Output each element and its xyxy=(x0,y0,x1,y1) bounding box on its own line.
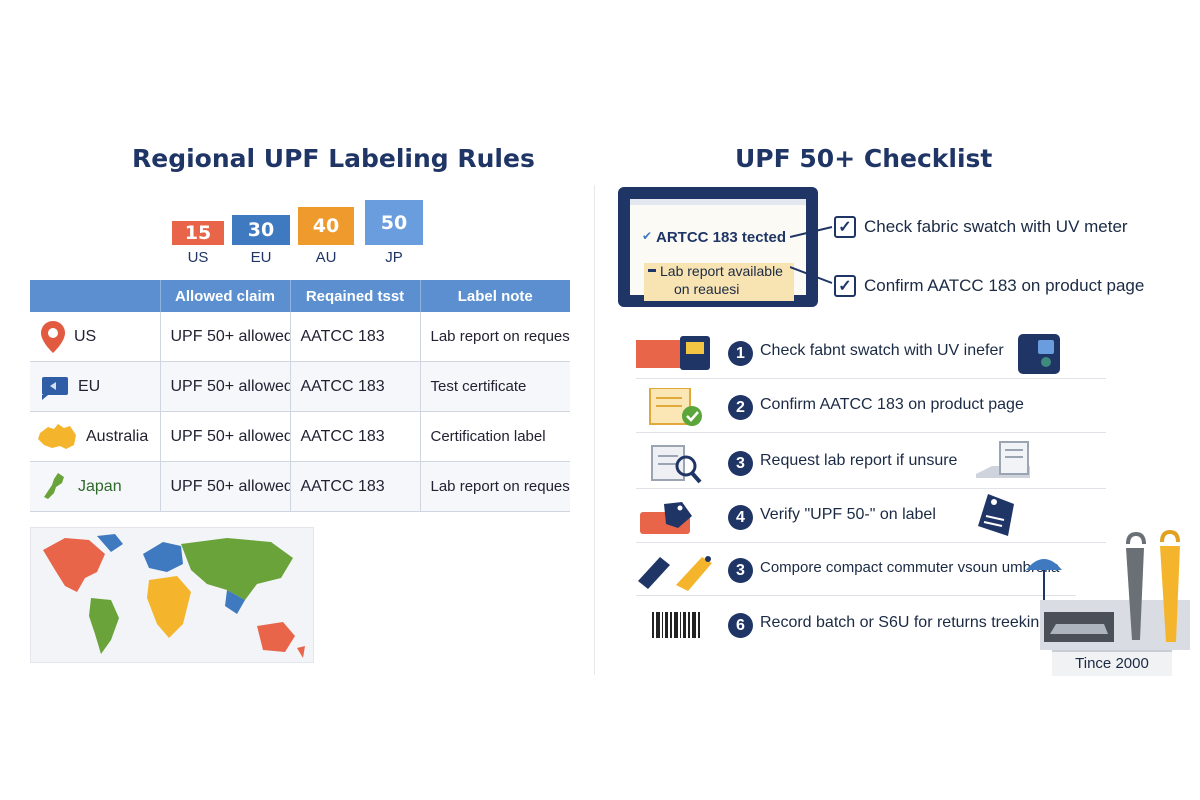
world-map xyxy=(30,527,314,663)
barcode-icon xyxy=(652,612,700,638)
region-name: US xyxy=(74,327,97,345)
bar-label-jp: JP xyxy=(385,249,403,266)
note-cell: Lab report on request xyxy=(419,312,570,362)
step-number: 3 xyxy=(728,451,753,476)
screen-top-bar xyxy=(630,199,806,205)
table-row: Japan UPF 50+ allowed AATCC 183 Lab repo… xyxy=(30,461,570,512)
callout-text: Check fabric swatch with UV meter xyxy=(864,217,1128,236)
callout-item-1: ✓ Check fabric swatch with UV meter xyxy=(834,216,1128,238)
screen-line-1: ARTCC 183 tected xyxy=(656,229,787,246)
screen-highlight xyxy=(644,263,794,301)
claim-cell: UPF 50+ allowed xyxy=(159,312,290,362)
uv-meter-icon xyxy=(1018,334,1060,374)
step-number: 1 xyxy=(728,341,753,366)
checklist-step: 3 Request lab report if unsure xyxy=(636,438,1106,489)
bar-label-us: US xyxy=(187,249,209,266)
checkbox-checked-icon[interactable]: ✓ xyxy=(834,275,856,297)
test-cell: AATCC 183 xyxy=(289,361,420,412)
bar-label-eu: EU xyxy=(250,249,272,266)
step-text: Request lab report if unsure xyxy=(760,452,958,469)
step-text: Compore compact commuter vsoun umbrelia xyxy=(760,559,1060,576)
checklist-step: 6 Record batch or S6U for returns treeki… xyxy=(636,600,1048,650)
world-map-illustration xyxy=(43,534,305,658)
step-number: 6 xyxy=(728,613,753,638)
note-cell: Certification label xyxy=(419,411,570,462)
document-check-icon xyxy=(649,388,702,426)
region-name: Australia xyxy=(86,427,149,445)
screen-check-icon: ✔ xyxy=(642,229,653,243)
checkbox-checked-icon[interactable]: ✓ xyxy=(834,216,856,238)
screen-line-2a: Lab report available xyxy=(660,263,783,279)
step-text: Verify "UPF 50-" on label xyxy=(760,506,936,523)
callout-connectors xyxy=(790,226,833,284)
test-cell: AATCC 183 xyxy=(289,411,420,462)
table-header-test: Reqained tsst xyxy=(289,280,420,312)
table-header-claim: Allowed claim xyxy=(159,280,290,312)
checklist-step: 1 Check fabnt swatch with UV inefer xyxy=(636,328,1106,379)
japan-map-icon xyxy=(44,472,64,499)
checklist-step: 3 Compore compact commuter vsoun umbreli… xyxy=(636,545,1076,596)
checklist-step: 2 Confirm AATCC 183 on product page xyxy=(636,382,1106,433)
umbrella-display-illustration xyxy=(1026,530,1190,650)
bar-eu: 30 xyxy=(232,215,290,245)
callout-text: Confirm AATCC 183 on product page xyxy=(864,276,1145,295)
monitor-illustration: ✔ ARTCC 183 tected Lab report available … xyxy=(618,187,818,307)
left-title: Regional UPF Labeling Rules xyxy=(132,144,535,173)
step-number: 4 xyxy=(728,505,753,530)
test-cell: AATCC 183 xyxy=(289,461,420,512)
regional-rules-table: Allowed claim Reqained tsst Label note U… xyxy=(30,280,570,512)
step-number: 3 xyxy=(728,558,753,583)
step-text: Check fabnt swatch with UV inefer xyxy=(760,342,1004,359)
right-title: UPF 50+ Checklist xyxy=(735,144,993,173)
region-name: Japan xyxy=(78,477,122,495)
since-badge: Tince 2000 xyxy=(1052,650,1172,676)
flag-icon xyxy=(42,376,68,400)
screen-line-2b: on reauesi xyxy=(674,281,740,297)
note-cell: Test certificate xyxy=(419,361,570,412)
note-cell: Lab report on request xyxy=(419,461,570,512)
region-name: EU xyxy=(78,377,101,395)
step-number: 2 xyxy=(728,395,753,420)
callout-item-2: ✓ Confirm AATCC 183 on product page xyxy=(834,275,1144,297)
claim-cell: UPF 50+ allowed xyxy=(159,461,290,512)
fabric-swatch-icon xyxy=(636,336,710,370)
hang-tag-icon xyxy=(978,494,1014,536)
table-header-note: Label note xyxy=(419,280,570,312)
screen-dash-icon xyxy=(648,269,656,272)
bar-au: 40 xyxy=(298,207,354,245)
bar-jp: 50 xyxy=(365,200,423,245)
step-text: Confirm AATCC 183 on product page xyxy=(760,396,1024,413)
bar-label-au: AU xyxy=(315,249,337,266)
label-tag-icon xyxy=(640,502,692,534)
claim-cell: UPF 50+ allowed xyxy=(159,411,290,462)
claim-cell: UPF 50+ allowed xyxy=(159,361,290,412)
umbrella-folded-icon xyxy=(638,556,712,591)
panel-divider xyxy=(594,185,595,675)
monitor-screen: ✔ ARTCC 183 tected Lab report available … xyxy=(630,199,806,301)
test-cell: AATCC 183 xyxy=(289,312,420,362)
table-row: US UPF 50+ allowed AATCC 183 Lab report … xyxy=(30,312,570,362)
australia-map-icon xyxy=(38,423,76,449)
map-pin-icon xyxy=(41,320,65,353)
bar-us: 15 xyxy=(172,221,224,245)
table-header-region xyxy=(30,280,160,312)
step-text: Record batch or S6U for returns treeking xyxy=(760,614,1049,631)
table-row: EU UPF 50+ allowed AATCC 183 Test certif… xyxy=(30,361,570,412)
paper-stack-icon xyxy=(976,441,1030,478)
magnifier-document-icon xyxy=(651,445,702,484)
table-row: Australia UPF 50+ allowed AATCC 183 Cert… xyxy=(30,411,570,462)
checklist-step: 4 Verify "UPF 50-" on label xyxy=(636,492,1106,543)
